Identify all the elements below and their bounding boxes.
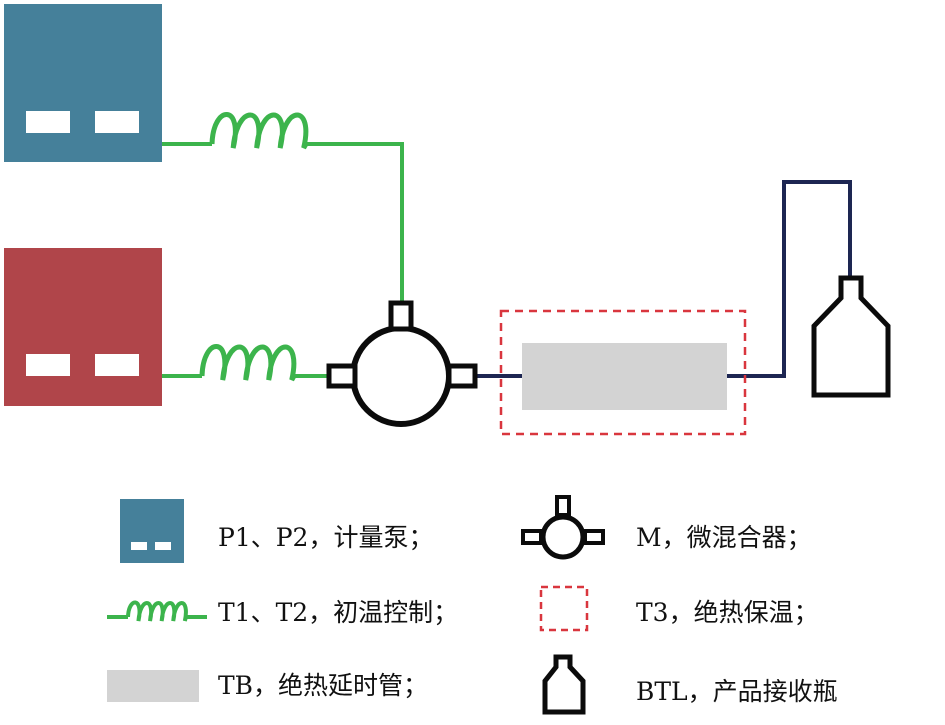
- insulation-box-t3: [499, 309, 747, 436]
- pump-p2-slot-left: [26, 354, 70, 376]
- micromixer-port-top: [388, 300, 414, 332]
- legend-mixer-icon: [521, 495, 605, 560]
- micromixer-port-left: [326, 363, 358, 389]
- legend-pump-slot-right: [155, 542, 171, 550]
- legend-bottle-label: BTL，产品接收瓶: [636, 677, 838, 706]
- legend-mixer-port-right: [583, 529, 605, 545]
- p1-feed-line: [162, 142, 404, 304]
- legend-insulation-icon: [539, 585, 589, 632]
- pump-p1: [4, 4, 162, 162]
- legend-insulation-label: T3，绝热保温；: [636, 598, 819, 627]
- legend-mixer-body: [540, 514, 586, 560]
- legend-coil-icon: [126, 600, 188, 622]
- pump-p1-slot-right: [95, 111, 139, 133]
- pump-p1-body: [4, 4, 162, 162]
- legend-pump-body: [120, 499, 184, 563]
- micromixer-body: [350, 325, 452, 427]
- legend-tube-label: TB，绝热延时管；: [218, 671, 428, 700]
- pump-p1-slot-left: [26, 111, 70, 133]
- legend-mixer-port-top: [555, 495, 571, 517]
- pump-p2-body: [4, 248, 162, 406]
- pump-p2-slot-right: [95, 354, 139, 376]
- micromixer-port-right: [446, 363, 478, 389]
- coil-t2: [199, 344, 297, 382]
- outlet-line-tube-to-bottle: [726, 180, 852, 378]
- micromixer-m: [326, 300, 478, 427]
- legend-mixer-port-left: [521, 529, 543, 545]
- adiabatic-delay-tube-tb: [522, 343, 727, 410]
- legend-mixer-label: M，微混合器；: [636, 523, 812, 552]
- product-bottle-btl: [811, 275, 891, 398]
- legend-bottle-icon: [542, 654, 586, 715]
- legend-coil-label: T1、T2，初温控制；: [218, 598, 458, 627]
- legend-pump-slot-left: [131, 542, 147, 550]
- legend-pump-label: P1、P2，计量泵；: [218, 523, 433, 552]
- coil-t1: [209, 112, 309, 150]
- pump-p2: [4, 248, 162, 406]
- legend-tube-icon: [107, 670, 199, 702]
- legend-pump-icon: [120, 499, 184, 563]
